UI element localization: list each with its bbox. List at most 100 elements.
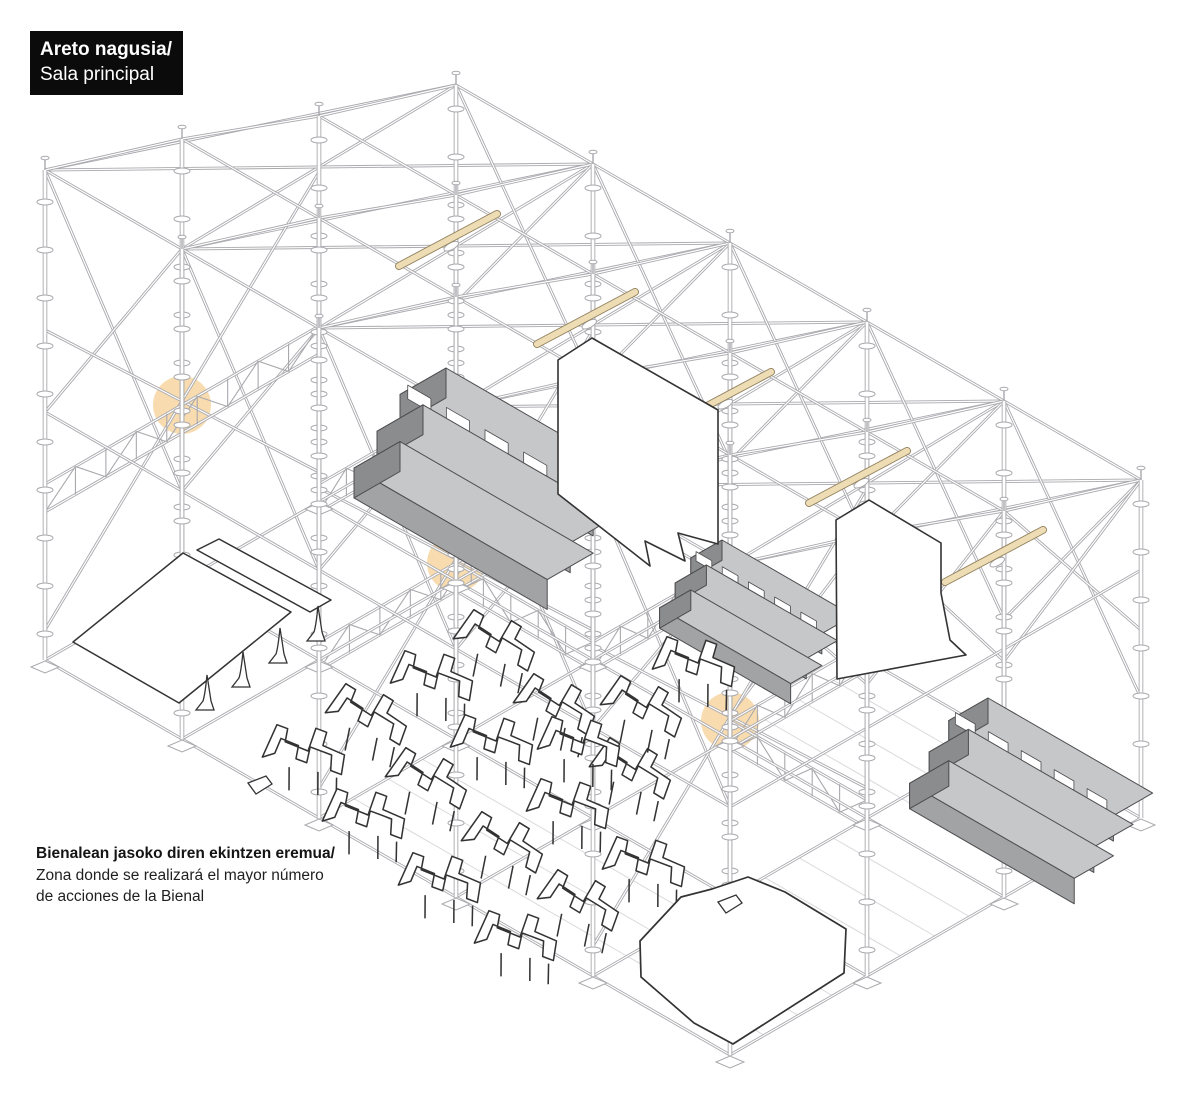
rosette-connector (447, 325, 465, 333)
rosette-connector (310, 294, 328, 302)
rosette-connector (858, 452, 876, 460)
chair-outline (536, 868, 620, 954)
rosette-connector (995, 627, 1013, 635)
rosette-connector (995, 675, 1013, 683)
rosette-connector (584, 232, 602, 240)
rosette-connector (447, 771, 465, 779)
base-plate (303, 818, 335, 832)
rosette-connector (858, 390, 876, 398)
rosette-connector (173, 215, 191, 223)
chair-outline (536, 715, 621, 791)
rosette-connector (584, 610, 602, 618)
rosette-connector (173, 469, 191, 477)
rosette-connector (721, 785, 739, 793)
rosette-connector (310, 548, 328, 556)
rosette-connector (310, 246, 328, 254)
rosette-connector (36, 246, 54, 254)
note-spanish-line1: Zona donde se realizará el mayor número (36, 866, 324, 884)
title-basque: Areto nagusia/ (40, 39, 172, 60)
chair-outline (452, 608, 536, 694)
rosette-connector (858, 754, 876, 762)
table-top-outline (72, 552, 292, 704)
rosette-connector (995, 867, 1013, 875)
rosette-connector (36, 534, 54, 542)
rosette-connector (310, 452, 328, 460)
rosette-connector (721, 689, 739, 697)
rosette-connector (995, 531, 1013, 539)
rosette-connector (858, 850, 876, 858)
chair-outline (473, 909, 558, 985)
rosette-connector (310, 692, 328, 700)
rosette-connector (584, 294, 602, 302)
base-plate (166, 739, 198, 753)
bench-outline (196, 538, 332, 613)
rosette-connector (310, 404, 328, 412)
rosette-connector (36, 630, 54, 638)
bleacher-seating-2 (659, 539, 854, 705)
rosette-connector (447, 215, 465, 223)
rosette-connector (310, 184, 328, 192)
rosette-connector (995, 579, 1013, 587)
bench-leg-outline (230, 651, 251, 688)
wooden-batten (533, 287, 639, 349)
rosette-connector (584, 562, 602, 570)
rosette-connector (858, 706, 876, 714)
rosette-connector (310, 500, 328, 508)
rosette-connector (310, 136, 328, 144)
note-spanish-line2: de acciones de la Bienal (36, 888, 205, 905)
rosette-connector (721, 373, 739, 381)
rosette-connector (36, 582, 54, 590)
rosette-connector (858, 802, 876, 810)
rosette-connector (447, 263, 465, 271)
bleacher-seating-3 (909, 697, 1154, 905)
rosette-connector (1132, 548, 1150, 556)
chair-outline (324, 682, 408, 768)
base-plate (29, 660, 61, 674)
rosette-connector (858, 946, 876, 954)
rosette-connector (721, 311, 739, 319)
rosette-connector (310, 356, 328, 364)
rosette-connector (1132, 692, 1150, 700)
title-block: Areto nagusia/ Sala principal (30, 31, 183, 95)
stage-floor-outline (639, 876, 847, 1045)
wooden-battens (395, 209, 1047, 587)
base-plate (988, 897, 1020, 911)
base-plate (851, 976, 883, 990)
chair-outline (460, 810, 544, 896)
bench-leg-outline (305, 605, 326, 642)
rosette-connector (584, 946, 602, 954)
chair-outline (397, 851, 482, 927)
outrigger-outline (246, 775, 273, 795)
rosette-connector (995, 421, 1013, 429)
bench-leg-outline (267, 627, 288, 664)
rosette-connector (173, 421, 191, 429)
chair-outline (599, 674, 683, 760)
rosette-connector (36, 390, 54, 398)
rosette-connector (1132, 500, 1150, 508)
rosette-connector (310, 788, 328, 796)
hanging-panel (835, 499, 967, 680)
chair-outline (261, 723, 346, 799)
hanging-panel (557, 337, 719, 567)
rosette-connector (721, 833, 739, 841)
base-plate (440, 897, 472, 911)
rosette-connector (36, 294, 54, 302)
rosette-connector (721, 531, 739, 539)
rosette-connector (447, 579, 465, 587)
rosette-connector (721, 737, 739, 745)
outrigger-outline (716, 894, 743, 914)
wooden-batten (941, 525, 1047, 587)
rosette-connector (310, 644, 328, 652)
base-plate (714, 1055, 746, 1069)
chair-outline (651, 635, 736, 711)
rosette-connector (36, 342, 54, 350)
legend-note: Bienalean jasoko diren ekintzen eremua/ … (36, 843, 335, 908)
rosette-connector (1132, 740, 1150, 748)
rosette-connector (36, 438, 54, 446)
note-basque: Bienalean jasoko diren ekintzen eremua/ (36, 845, 335, 862)
title-spanish: Sala principal (40, 64, 155, 85)
chair-outline (384, 746, 468, 832)
rosette-connector (173, 517, 191, 525)
